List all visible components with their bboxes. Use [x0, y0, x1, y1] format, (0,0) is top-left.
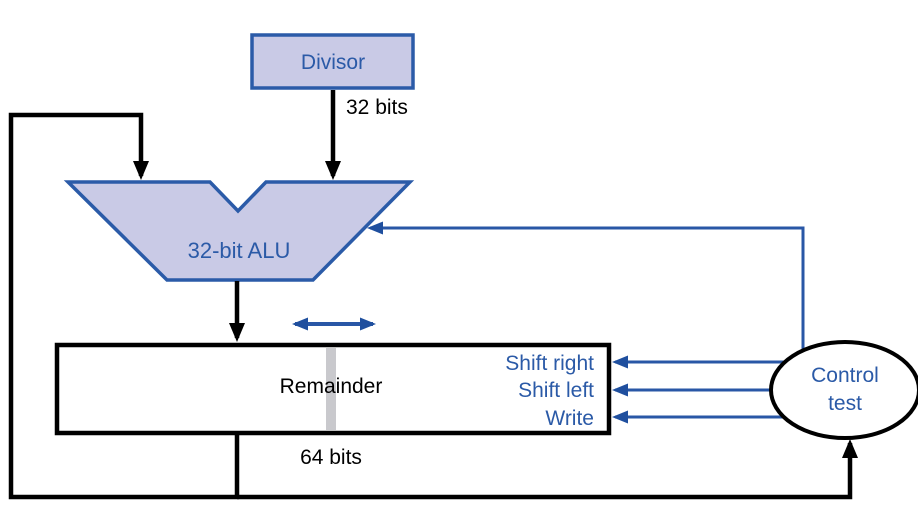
control-test-ellipse — [769, 340, 918, 440]
shift-left-label: Shift left — [518, 379, 594, 402]
remainder-label: Remainder — [280, 375, 383, 398]
divisor-box — [250, 33, 415, 90]
control-to-alu-wire — [367, 221, 805, 356]
shift-right-label: Shift right — [505, 352, 594, 375]
alu-shape — [63, 180, 415, 282]
remainder-half-divider-stripe — [326, 348, 336, 430]
alu-label: 32-bit ALU — [188, 238, 291, 263]
write-label: Write — [545, 407, 594, 430]
remainder-to-alu-feedback-wire — [8, 112, 240, 500]
divisor-label: Divisor — [301, 51, 365, 74]
control-test-label-line1: Control — [811, 364, 879, 387]
remainder-to-control-test-wire — [237, 439, 858, 500]
control-test-label-line2: test — [828, 392, 862, 415]
remainder-bus-width-label: 64 bits — [300, 446, 362, 469]
divisor-bus-width-label: 32 bits — [346, 96, 408, 119]
